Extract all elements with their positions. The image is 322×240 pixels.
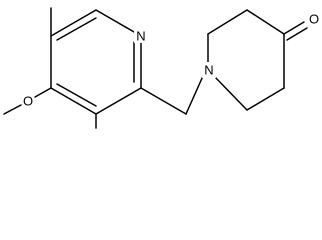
bond-c5-c6 — [50, 9, 97, 37]
methoxy-bond-o-ch3 — [3, 104, 22, 115]
pyridine-ring — [50, 9, 142, 115]
linker-bond-c2-ch2 — [140, 87, 187, 115]
bond-c3-c4 — [50, 87, 97, 115]
bond-c5-c6-inner — [56, 17, 97, 41]
molecule-diagram: N N O O — [3, 7, 319, 129]
pip-bond-c5-c6 — [246, 87, 285, 111]
atom-labels: N N O O — [23, 12, 319, 109]
linker-bond-ch2-n — [185, 75, 204, 115]
pip-bond-c2-c3 — [207, 9, 248, 35]
carbonyl-bond-inner — [286, 27, 308, 41]
carbonyl-oxygen-label: O — [309, 12, 319, 27]
pip-bond-c6-n — [213, 75, 248, 111]
ring-nitrogen-label: N — [136, 29, 145, 44]
piperidinone-ring — [207, 9, 308, 111]
carbonyl-bond-outer — [283, 21, 305, 35]
methoxy-oxygen-label: O — [23, 94, 33, 109]
structure-svg: N N O O — [3, 7, 319, 129]
bond-c2-c3 — [95, 87, 142, 115]
substituents — [3, 7, 204, 129]
bond-c6-n — [95, 9, 142, 37]
bond-c3-c4-inner — [56, 83, 97, 107]
methoxy-bond-c-o — [34, 87, 52, 98]
pip-bond-c3-c4 — [246, 9, 285, 35]
piperidine-nitrogen-label: N — [204, 63, 213, 78]
